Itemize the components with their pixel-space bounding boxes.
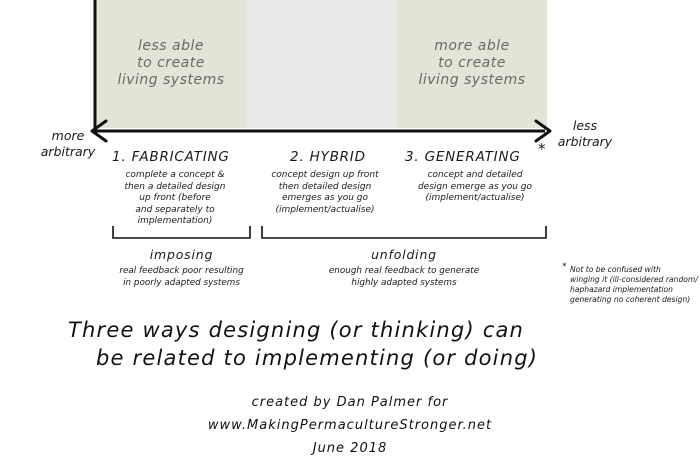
hybrid-heading: 2. HYBRID — [290, 149, 366, 165]
credit-date: June 2018 — [312, 441, 388, 456]
unfolding-label: unfolding — [371, 247, 437, 262]
less-arbitrary-label: less arbitrary — [557, 118, 613, 149]
less-able-panel — [95, 0, 247, 128]
footnote-asterisk: * — [562, 262, 567, 272]
imposing-bracket — [112, 226, 251, 239]
hybrid-panel — [247, 0, 397, 128]
generating-asterisk: * — [538, 140, 546, 158]
imposing-description: real feedback poor resulting in poorly a… — [119, 266, 244, 288]
fabricating-heading: 1. FABRICATING — [112, 149, 230, 165]
unfolding-bracket — [261, 226, 547, 239]
footnote-text: Not to be confused with winging it (ill-… — [570, 265, 698, 304]
less-able-note: less able to create living systems — [117, 38, 225, 88]
more-arbitrary-label: more arbitrary — [40, 128, 96, 159]
hybrid-description: concept design up front then detailed de… — [271, 170, 379, 215]
title-line-1: Three ways designing (or thinking) can — [68, 318, 525, 342]
title-line-2: be related to implementing (or doing) — [96, 346, 539, 370]
generating-heading: 3. GENERATING — [405, 149, 521, 165]
credit-website: www.MakingPermacultureStronger.net — [207, 418, 493, 433]
more-able-note: more able to create living systems — [418, 38, 526, 88]
credit-line-1: created by Dan Palmer for — [251, 395, 449, 410]
unfolding-description: enough real feedback to generate highly … — [328, 266, 480, 288]
more-able-panel — [397, 0, 547, 128]
generating-description: concept and detailed design emerge as yo… — [417, 170, 533, 203]
axis-right-arrowhead — [534, 119, 552, 143]
fabricating-description: complete a concept & then a detailed des… — [124, 170, 226, 226]
imposing-label: imposing — [149, 247, 214, 262]
axis-left-arrowhead — [90, 119, 108, 143]
